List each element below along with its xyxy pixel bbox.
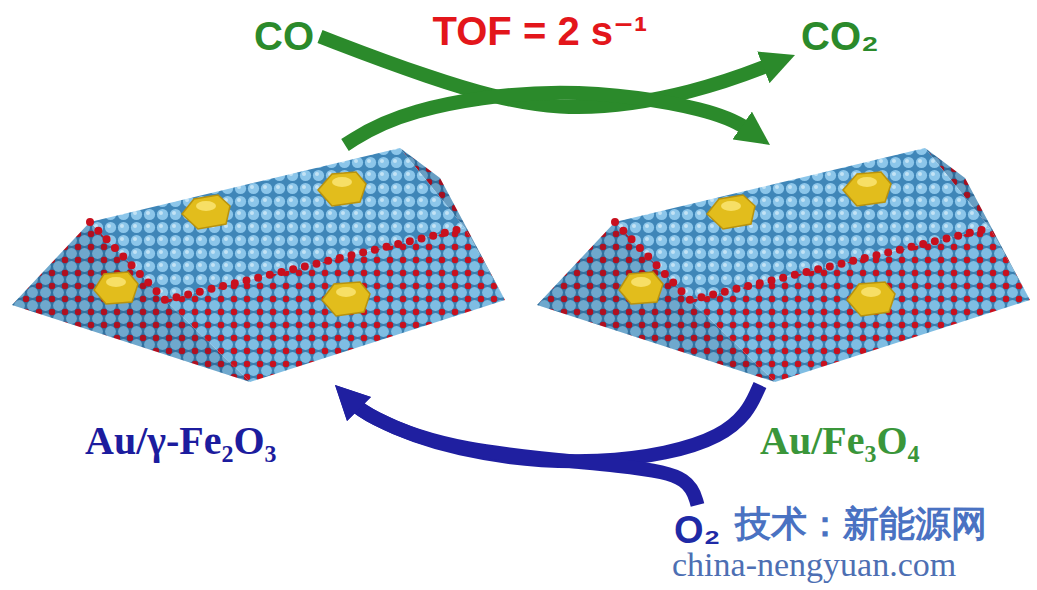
reaction-arrow [351,401,698,505]
formula-label: CO₂ [801,14,879,59]
catalyst-slab: Au/γ-Fe₂O₃ [12,145,507,385]
catalyst-label: Au/Fe₃O₄ [760,417,920,464]
rate-label: TOF = 2 s⁻¹ [433,8,648,54]
catalyst-label: Au/γ-Fe₂O₃ [85,417,277,464]
watermark-url: china-nengyuan.com [672,546,956,584]
formula-label: O₂ [674,509,720,552]
reaction-arrow [345,93,752,145]
catalyst-slab-figure [12,148,505,382]
watermark: 技术：新能源网 [735,500,987,549]
molecule-node: CO [248,10,320,63]
reaction-arrow [351,385,760,461]
catalyst-slab-figure [537,148,1030,382]
catalyst-slab: Au/Fe₃O₄ [537,145,1032,385]
formula-label: CO [254,14,314,59]
molecule-node: CO₂ [795,10,885,63]
